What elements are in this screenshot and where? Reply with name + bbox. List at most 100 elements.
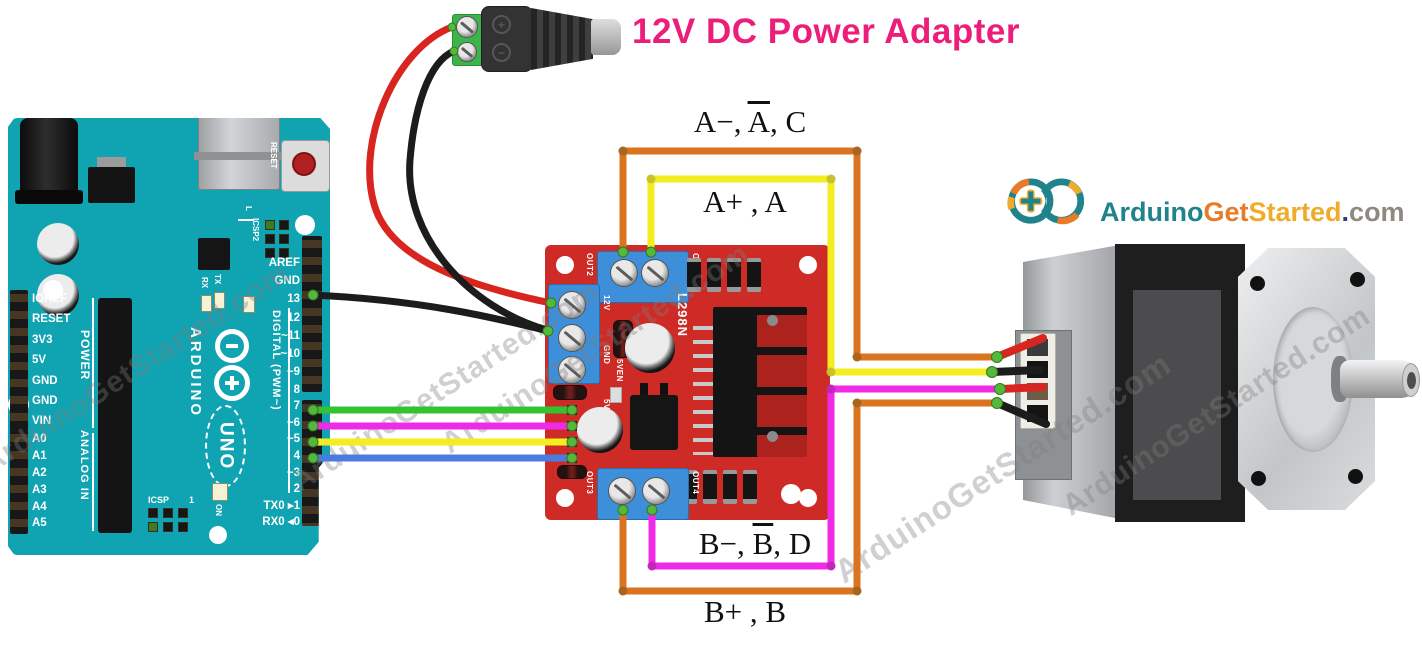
board-hole (781, 484, 801, 504)
wire-label-a-minus: A−, A, C (655, 104, 845, 140)
icsp-pin1-label: 1 (189, 495, 195, 505)
diode (743, 470, 757, 504)
pin-label: AREF (268, 257, 300, 269)
out4-label: OUT4 (691, 471, 700, 495)
ena-jumper (553, 385, 587, 400)
terminal-screw (558, 291, 586, 319)
connection-dot (994, 383, 1006, 395)
wire-corner (646, 174, 656, 184)
connection-dot (986, 366, 998, 378)
pin-label: GND (274, 275, 300, 288)
logo-infinity-icon (1007, 178, 1085, 225)
pin-label: 12 (287, 311, 300, 324)
pin-label: ~5 (286, 433, 300, 446)
wire-corner (852, 352, 862, 362)
mounting-hole (209, 526, 227, 544)
logo-dot: . (1341, 197, 1350, 227)
pin-label: A2 (32, 466, 47, 479)
uno-label: UNO (215, 421, 237, 471)
digital-pin-labels-top: AREF GND 13 12 ~11 ~10 ~9 8 (230, 257, 300, 397)
pin-label: A5 (32, 517, 47, 530)
terminal-screw (558, 356, 586, 384)
tx-led (214, 292, 225, 309)
logo-word-get: Get (1203, 197, 1249, 227)
tx-label: TX (213, 274, 222, 285)
reset-label: RESET (269, 142, 278, 169)
digital-section-line (288, 308, 290, 493)
motor-body-laminations-inner (1133, 290, 1221, 500)
pin-label: ~3 (286, 466, 300, 479)
pin-label: RESET (32, 313, 71, 326)
digital-pin-header-top (302, 236, 322, 392)
rx-label: RX (200, 277, 209, 289)
motor-connector-slot (1027, 361, 1048, 378)
5ven-label: 5VEN (615, 359, 624, 382)
wire-power-gnd-black (406, 47, 551, 334)
wire-corner (618, 586, 628, 596)
pin-label: ~11 (281, 329, 300, 342)
pin-label: GND (32, 374, 58, 387)
terminal-screw (642, 477, 670, 505)
transistor-leg (640, 383, 648, 397)
pin-label: ~6 (286, 416, 300, 429)
wire-corner (852, 146, 862, 156)
label-text: , C (769, 104, 807, 139)
pin-label: ~10 (280, 348, 300, 361)
minus-glyph: − (497, 45, 505, 60)
power-section-line (92, 298, 94, 428)
small-component (610, 387, 622, 403)
capacitor (577, 407, 623, 453)
usb-connector (198, 118, 280, 190)
on-label: ON (214, 504, 223, 516)
wire-label-b-plus: B+ , B (703, 594, 787, 629)
icsp2-label: ICSP2 (251, 218, 260, 242)
terminal-label: 5V (602, 399, 611, 410)
digital-section-label: DIGITAL (PWM~) (270, 310, 282, 411)
dc-jack-flange (15, 190, 83, 204)
icsp-header (148, 508, 189, 532)
motor-screw-hole (1251, 471, 1266, 486)
analog-section-line (92, 433, 94, 531)
pin-label: 13 (287, 293, 300, 306)
pin-label: 2 (293, 483, 300, 496)
motor-connector-slot (1027, 339, 1048, 356)
wire-corner (826, 174, 836, 184)
wire-label-b-minus: B−, B, D (660, 526, 850, 562)
arduino-infinity-icon (214, 365, 250, 401)
power-pin-header (10, 290, 28, 432)
input-pin (567, 437, 577, 447)
out2-label: OUT2 (585, 253, 594, 277)
motor-connector-slot (1027, 383, 1048, 400)
pin-label: 4 (293, 449, 300, 462)
rx-led (201, 295, 212, 312)
input-pin (567, 405, 577, 415)
pin-label: ~9 (286, 366, 300, 379)
motor-screw-hole (1250, 276, 1265, 291)
voltage-regulator-body (88, 167, 135, 203)
terminal-screw (610, 259, 638, 287)
pin-label: 3V3 (32, 333, 53, 346)
wire-corner (647, 561, 657, 571)
adapter-tip (591, 19, 621, 55)
terminal-label: GND (602, 345, 611, 365)
transistor (630, 395, 678, 450)
mounting-hole (799, 489, 817, 507)
motor-screw-hole (1348, 469, 1363, 484)
on-led (212, 483, 228, 501)
pin-label: 8 (293, 384, 300, 397)
l-bracket (238, 219, 254, 221)
arduino-uno-board: RESET ICSP2 RX TX L ARDUINO (8, 118, 330, 555)
label-text: , D (773, 526, 812, 561)
adapter-terminal-screw (456, 16, 478, 38)
logo-word-com: com (1349, 197, 1405, 227)
l-led (243, 296, 255, 313)
wire-corner (618, 146, 628, 156)
enb-jumper (557, 465, 587, 479)
pin-label: A4 (32, 500, 47, 513)
motor-shaft-hole (1407, 372, 1416, 389)
